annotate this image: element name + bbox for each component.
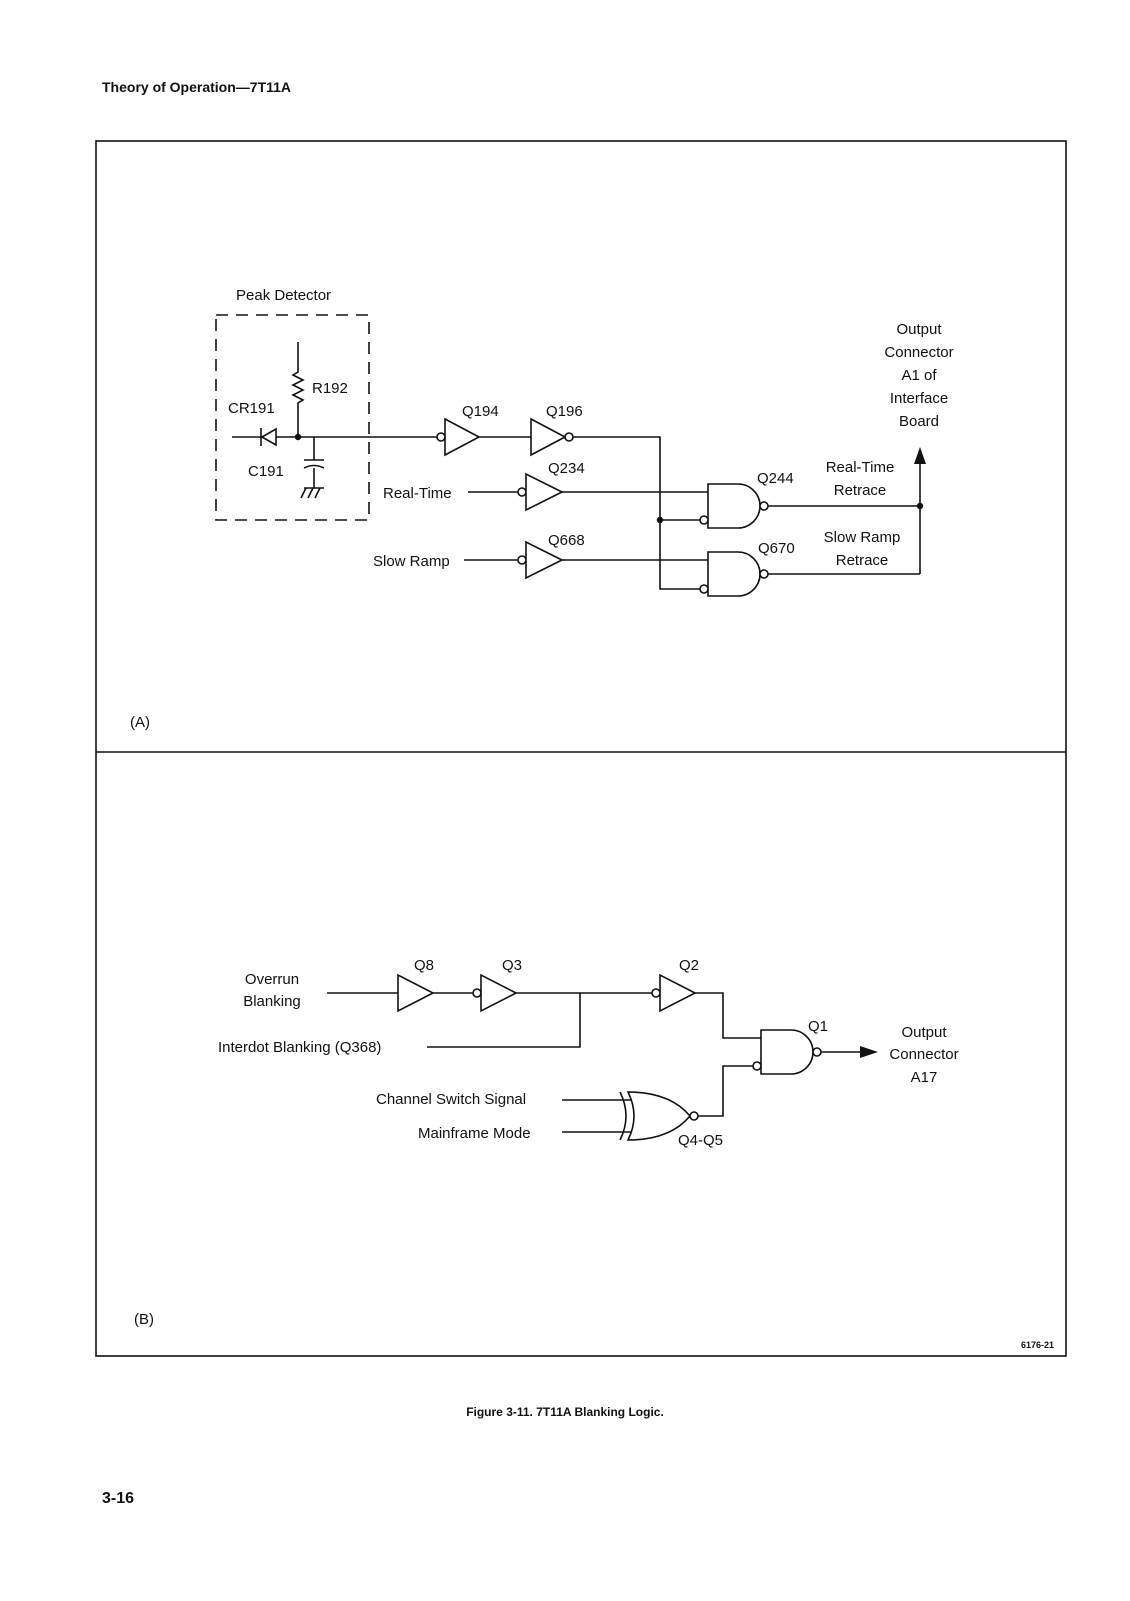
output-connector-label-3: A1 of: [901, 367, 937, 384]
output-connector-label-2: Connector: [884, 344, 953, 361]
overrun-label-1: Overrun: [245, 971, 299, 988]
q1-input-bubble: [752, 1061, 762, 1071]
q3-label: Q3: [502, 957, 522, 974]
q194-buffer: [444, 417, 481, 457]
q1-label: Q1: [808, 1018, 828, 1035]
q234-label: Q234: [548, 460, 585, 477]
q244-label: Q244: [757, 470, 794, 487]
q234-buffer: [525, 472, 564, 512]
slow-ramp-retrace-label-1: Slow Ramp: [824, 529, 901, 546]
q668-label: Q668: [548, 532, 585, 549]
q2-output-wire: [695, 992, 761, 1039]
interdot-wire: [427, 993, 581, 1048]
peak-detector-label: Peak Detector: [236, 287, 331, 304]
r192-resistor: [291, 342, 305, 437]
q670-label: Q670: [758, 540, 795, 557]
page-number: 3-16: [102, 1490, 135, 1507]
panel-a-tag: (A): [130, 714, 150, 731]
output-junction-dot: [916, 502, 924, 510]
q4q5-xor-back-arc: [619, 1091, 627, 1141]
q196-label: Q196: [546, 403, 583, 420]
interdot-label: Interdot Blanking (Q368): [218, 1039, 381, 1056]
q196-inversion-bubble: [564, 432, 574, 442]
real-time-label: Real-Time: [383, 485, 452, 502]
q3-buffer: [480, 973, 518, 1013]
peak-detector-box: [215, 314, 370, 521]
panel-b-tag: (B): [134, 1311, 154, 1328]
real-time-retrace-label-2: Retrace: [834, 482, 887, 499]
page-header: Theory of Operation—7T11A: [102, 79, 292, 95]
q244-nand-gate: [707, 483, 761, 529]
q2-label: Q2: [679, 957, 699, 974]
q3-inversion-bubble: [472, 988, 482, 998]
panel-b: Overrun Blanking Q8 Q3 Interdot Blanking…: [134, 957, 1054, 1350]
figure-frame: [95, 140, 1067, 1357]
q670-output-bubble: [759, 569, 769, 579]
c191-label: C191: [248, 463, 284, 480]
ground-icon: [300, 487, 324, 499]
q244-output-bubble: [759, 501, 769, 511]
cr191-diode: [260, 427, 277, 447]
c191-capacitor: [303, 437, 325, 488]
figure-caption: Figure 3-11. 7T11A Blanking Logic.: [466, 1405, 664, 1419]
output-connector-label-4: Interface: [890, 390, 948, 407]
q2-inversion-bubble: [651, 988, 661, 998]
q234-inversion-bubble: [517, 487, 527, 497]
q244-input-bubble: [699, 515, 709, 525]
bus-junction-dot: [656, 516, 664, 524]
q670-input-bubble: [699, 584, 709, 594]
output-connector-label-1: Output: [896, 321, 942, 338]
q668-buffer: [525, 540, 564, 580]
slow-ramp-retrace-label-2: Retrace: [836, 552, 889, 569]
output-a17-label-3: A17: [911, 1069, 938, 1086]
q4q5-output-bubble: [689, 1111, 699, 1121]
real-time-retrace-label-1: Real-Time: [826, 459, 895, 476]
q4q5-xor-gate: [626, 1091, 692, 1141]
q670-nand-gate: [707, 551, 761, 597]
q194-inversion-bubble: [436, 432, 446, 442]
overrun-label-2: Blanking: [243, 993, 301, 1010]
cr191-label: CR191: [228, 400, 275, 417]
q668-inversion-bubble: [517, 555, 527, 565]
q1-output-bubble: [812, 1047, 822, 1057]
q1-nand-gate: [760, 1029, 814, 1075]
channel-switch-label: Channel Switch Signal: [376, 1091, 526, 1108]
q4q5-output-wire: [698, 1065, 753, 1117]
output-a17-label-1: Output: [901, 1024, 947, 1041]
output-arrow-icon: [860, 1046, 878, 1058]
mainframe-mode-label: Mainframe Mode: [418, 1125, 531, 1142]
slow-ramp-label: Slow Ramp: [373, 553, 450, 570]
output-connector-label-5: Board: [899, 413, 939, 430]
q4q5-label: Q4-Q5: [678, 1132, 723, 1149]
panel-a: Peak Detector R192 CR191 C191 Q194 Q196 …: [130, 287, 954, 731]
q196-inverter: [530, 417, 567, 457]
output-a17-label-2: Connector: [889, 1046, 958, 1063]
q2-buffer: [659, 973, 697, 1013]
q8-buffer: [397, 973, 435, 1013]
q8-label: Q8: [414, 957, 434, 974]
q196-output-bus: [573, 436, 704, 590]
figure-code: 6176-21: [1021, 1340, 1054, 1350]
q194-label: Q194: [462, 403, 499, 420]
output-arrow-icon: [914, 447, 926, 464]
r192-label: R192: [312, 380, 348, 397]
